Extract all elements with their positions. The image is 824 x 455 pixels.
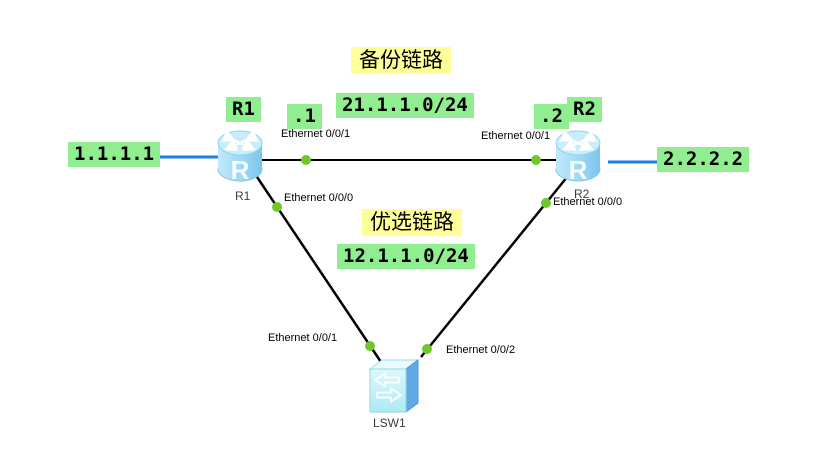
- router-r-glyph: R: [569, 155, 588, 183]
- port-up-dot-r1-e001: [301, 155, 311, 165]
- note-r2-loopback[interactable]: 2.2.2.2: [657, 147, 750, 172]
- note-r2-name-tag[interactable]: R2: [567, 97, 602, 122]
- note-backup-link[interactable]: 备份链路: [351, 47, 451, 75]
- port-up-dot-r2-e001: [531, 155, 541, 165]
- iface-label-r2-e001: Ethernet 0/0/1: [481, 130, 551, 142]
- note-r2-backup-ip[interactable]: .2: [534, 104, 569, 129]
- note-r1-name-tag[interactable]: R1: [226, 97, 261, 122]
- iface-label-r1-e001: Ethernet 0/0/1: [281, 128, 351, 140]
- port-up-dot-lsw1-e002: [422, 344, 432, 354]
- note-backup-network[interactable]: 21.1.1.0/24: [336, 93, 474, 118]
- router-r1-icon[interactable]: R: [217, 130, 263, 183]
- router-arrows-icon: [221, 130, 259, 151]
- note-r1-loopback[interactable]: 1.1.1.1: [68, 142, 161, 167]
- router-arrows-icon: [559, 130, 597, 151]
- port-up-dot-r2-e000: [541, 198, 551, 208]
- device-label-lsw1: LSW1: [373, 416, 406, 430]
- router-r2-icon[interactable]: R: [555, 130, 601, 183]
- iface-label-lsw1-e001: Ethernet 0/0/1: [268, 332, 338, 344]
- iface-label-r2-e000: Ethernet 0/0/0: [553, 196, 623, 208]
- iface-label-lsw1-e002: Ethernet 0/0/2: [446, 344, 516, 356]
- router-r-glyph: R: [231, 155, 250, 183]
- note-preferred-network[interactable]: 12.1.1.0/24: [337, 244, 475, 269]
- device-label-r1: R1: [235, 189, 251, 203]
- switch-lsw1-icon[interactable]: [366, 356, 422, 416]
- device-label-r2: R2: [574, 187, 590, 201]
- port-up-dot-r1-e000: [272, 202, 282, 212]
- note-r1-backup-ip[interactable]: .1: [287, 104, 322, 129]
- port-up-dot-lsw1-e001: [365, 341, 375, 351]
- note-preferred-link[interactable]: 优选链路: [362, 209, 462, 237]
- switch-arrows-icon: [373, 371, 403, 404]
- iface-label-r1-e000: Ethernet 0/0/0: [284, 192, 354, 204]
